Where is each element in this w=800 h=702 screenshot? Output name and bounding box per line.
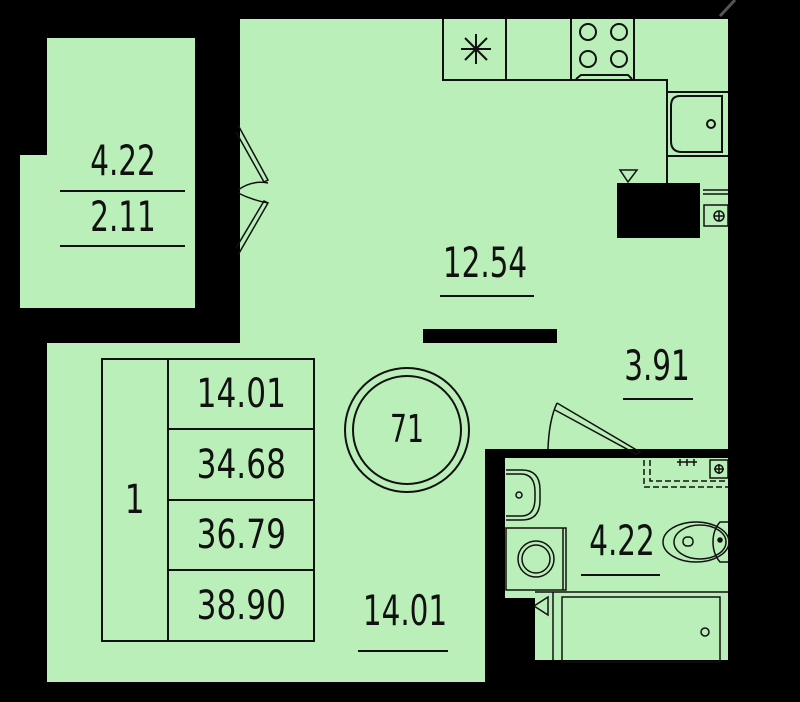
bathroom-area-underline	[581, 574, 660, 576]
stove-icon	[575, 23, 633, 80]
summary-table-grid	[101, 358, 315, 642]
total-area-full-cell: 38.90	[168, 570, 314, 641]
total-area-no-balcony-cell: 34.68	[168, 429, 314, 500]
balcony-reduced-area-label: 2.11	[90, 192, 156, 241]
balcony-reduced-divider	[60, 245, 185, 247]
kitchen-sink-icon	[670, 95, 723, 153]
apartment-number-circle	[344, 367, 470, 493]
balcony-area-divider	[60, 190, 185, 192]
corner-mark	[718, 0, 737, 18]
balcony-floor	[20, 38, 195, 308]
kitchen-partition-wall	[617, 183, 700, 238]
apartment-number: 71	[390, 407, 424, 451]
riser-marker-icon	[618, 169, 639, 184]
rooms-count: 1	[125, 477, 145, 523]
partition-bar	[423, 329, 557, 343]
bathroom-door-icon	[547, 402, 642, 455]
bathroom-floor	[505, 458, 728, 660]
bedroom-area-label: 14.01	[362, 586, 448, 635]
total-area-reduced-cell: 36.79	[168, 500, 314, 570]
balcony-area-label: 4.22	[90, 136, 156, 185]
kitchen-area-label: 12.54	[442, 238, 528, 287]
balcony-door-icon	[235, 124, 270, 256]
rooms-count-cell: 1	[102, 359, 168, 641]
living-area: 14.01	[196, 371, 286, 417]
total-area-full: 38.90	[196, 582, 286, 629]
fridge-icon	[461, 34, 491, 64]
bathroom-riser-marker-icon	[532, 595, 549, 617]
bathroom-wall-top	[485, 449, 728, 458]
main-room-floor	[47, 19, 728, 682]
total-area-no-balcony: 34.68	[196, 441, 286, 488]
living-area-cell: 14.01	[168, 359, 314, 429]
kitchen-counter	[442, 19, 728, 183]
bedroom-area-underline	[358, 650, 448, 652]
washbasin-icon	[506, 469, 541, 521]
washing-machine-icon	[505, 527, 567, 591]
toilet-icon	[662, 521, 730, 563]
bathroom-utility-box	[643, 460, 728, 488]
kitchen-area-underline	[440, 295, 534, 297]
water-meter-icon	[677, 459, 729, 479]
total-area-reduced: 36.79	[196, 512, 286, 558]
hallway-area-underline	[623, 398, 693, 400]
bathroom-area-label: 4.22	[589, 516, 655, 565]
electrical-panel-icon	[703, 189, 729, 227]
bathtub-icon	[535, 591, 728, 663]
hallway-area-label: 3.91	[624, 341, 690, 390]
